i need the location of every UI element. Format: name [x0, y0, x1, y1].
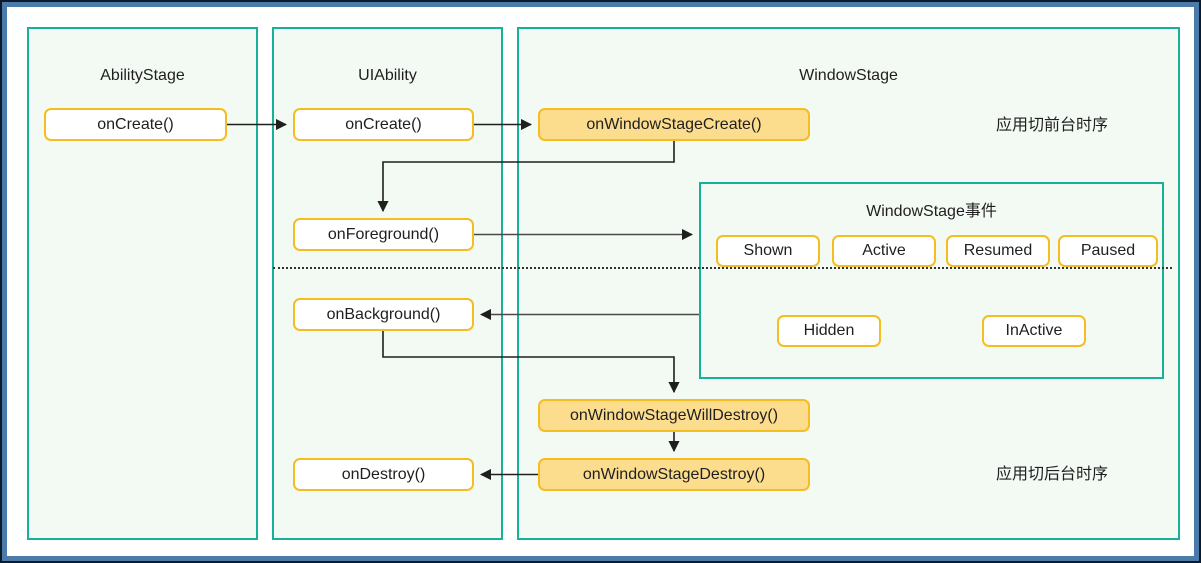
panel-abilitystage: AbilityStage [27, 27, 258, 540]
note-foreground-sequence: 应用切前台时序 [995, 117, 1108, 134]
node-uiability-onforeground[interactable]: onForeground() [293, 218, 474, 251]
event-inactive[interactable]: InActive [982, 315, 1086, 347]
node-abilitystage-oncreate[interactable]: onCreate() [44, 108, 227, 141]
node-windowstage-oncreate[interactable]: onWindowStageCreate() [538, 108, 810, 141]
panel-uiability-title: UIAbility [358, 67, 417, 84]
windowstage-events-group: WindowStage事件 Shown Active Resumed Pause… [699, 182, 1164, 379]
event-shown[interactable]: Shown [716, 235, 820, 267]
note-background-sequence: 应用切后台时序 [995, 466, 1108, 483]
node-uiability-ondestroy[interactable]: onDestroy() [293, 458, 474, 491]
node-uiability-onbackground[interactable]: onBackground() [293, 298, 474, 331]
event-paused[interactable]: Paused [1058, 235, 1158, 267]
panel-windowstage-title: WindowStage [799, 67, 898, 84]
panel-abilitystage-title: AbilityStage [100, 67, 185, 84]
event-resumed[interactable]: Resumed [946, 235, 1050, 267]
diagram-canvas: AbilityStage UIAbility WindowStage Windo… [7, 7, 1194, 556]
phase-divider [273, 267, 1172, 269]
event-hidden[interactable]: Hidden [777, 315, 881, 347]
event-active[interactable]: Active [832, 235, 936, 267]
windowstage-events-title: WindowStage事件 [866, 203, 997, 220]
node-uiability-oncreate[interactable]: onCreate() [293, 108, 474, 141]
node-windowstage-willdestroy[interactable]: onWindowStageWillDestroy() [538, 399, 810, 432]
node-windowstage-ondestroy[interactable]: onWindowStageDestroy() [538, 458, 810, 491]
